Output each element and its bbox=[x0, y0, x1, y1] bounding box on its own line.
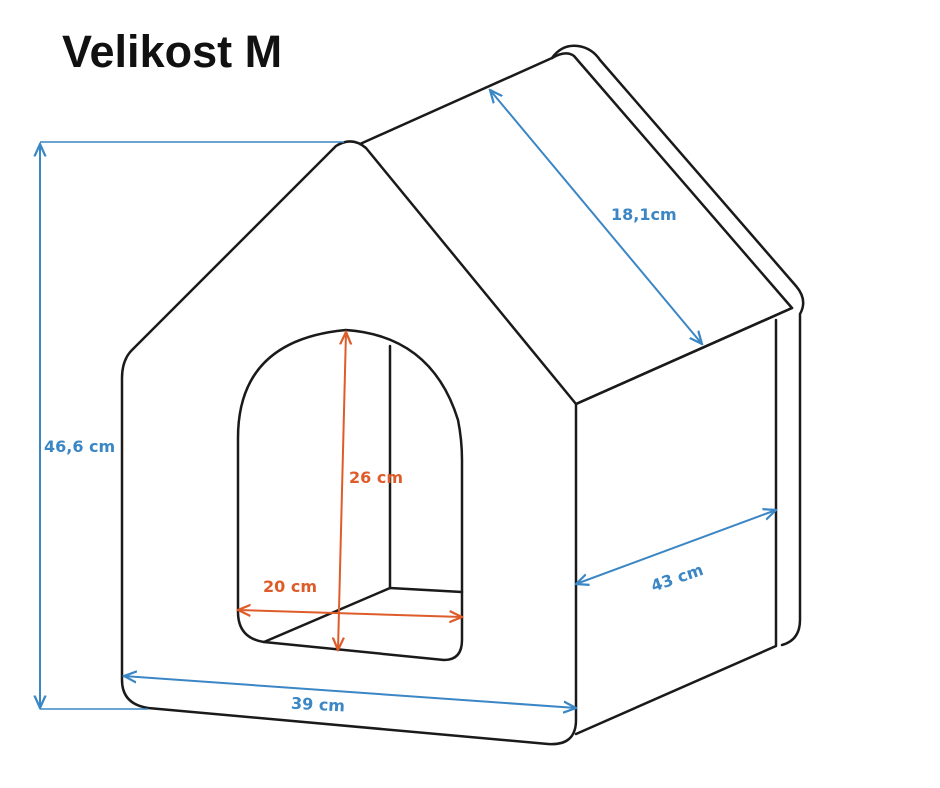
door-height-dimension-line bbox=[338, 332, 346, 650]
side-wall bbox=[574, 306, 794, 736]
roof-panel bbox=[358, 52, 794, 406]
blue-dimensions bbox=[40, 90, 776, 709]
height-label: 46,6 cm bbox=[44, 437, 115, 456]
width-label: 39 cm bbox=[291, 694, 346, 716]
door-width-dimension-line bbox=[238, 610, 462, 617]
door-width-label: 20 cm bbox=[263, 577, 317, 596]
roof-length-label: 18,1cm bbox=[611, 205, 677, 224]
page-title: Velikost M bbox=[62, 26, 283, 77]
orange-dimensions bbox=[238, 332, 462, 650]
depth-label: 43 cm bbox=[648, 560, 705, 596]
door-opening bbox=[236, 328, 464, 662]
door-height-label: 26 cm bbox=[349, 468, 403, 487]
house-outline bbox=[120, 44, 805, 746]
depth-dimension-line bbox=[576, 510, 776, 584]
roof-back-lip bbox=[550, 44, 805, 647]
width-dimension-line bbox=[124, 676, 576, 708]
front-wall bbox=[120, 140, 578, 746]
roof-dimension-line bbox=[490, 90, 702, 344]
door-interior-floor-edge bbox=[388, 586, 464, 594]
